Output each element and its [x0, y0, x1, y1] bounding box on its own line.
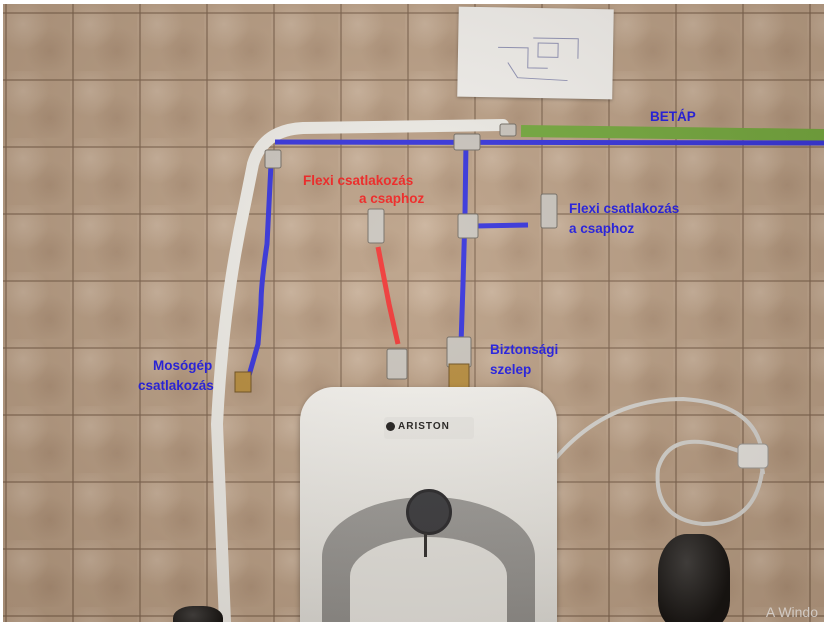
washer-connector [234, 371, 252, 393]
windows-watermark: A Windo [765, 604, 818, 620]
biztonsagi-label-line1: Biztonsági [490, 342, 559, 357]
blue-flexi-line [474, 222, 529, 229]
power-plug [737, 443, 769, 469]
tee-fitting-middle [457, 213, 479, 239]
flexi-right-label-line2: a csaphoz [569, 221, 635, 236]
photo-frame: ARISTON BETÁP Flexi csatlakozás a csapho… [3, 4, 824, 622]
valve-right [540, 193, 558, 229]
tee-fitting-left [264, 149, 282, 169]
flexi-left-label-line2: a csaphoz [359, 191, 425, 206]
tee-fitting-top [453, 133, 481, 151]
white-hose [210, 119, 509, 622]
blue-main-line [274, 139, 824, 146]
indicator-mark [424, 533, 427, 557]
brand-logo-icon [386, 422, 395, 431]
water-heater: ARISTON [300, 387, 557, 622]
valve-left [367, 208, 385, 244]
heater-brand: ARISTON [398, 421, 450, 432]
safety-valve-body [446, 336, 472, 368]
heater-panel-inner [350, 537, 507, 622]
shoe-right [658, 534, 730, 622]
brass-safety-valve [448, 363, 470, 389]
power-cable [549, 396, 766, 527]
paper-sketch [457, 6, 614, 100]
sketch-drawing [498, 37, 579, 82]
plumbing-diagram [210, 119, 824, 622]
green-supply-hose [520, 125, 824, 141]
flexi-right-label-line1: Flexi csatlakozás [569, 201, 680, 216]
blue-washer-line [245, 163, 274, 380]
shoe-left [173, 606, 223, 622]
hose-connector [499, 123, 517, 137]
mosogep-label-line1: Mosógép [153, 358, 213, 373]
blue-heater-line [458, 141, 469, 345]
flexi-left-label-line1: Flexi csatlakozás [303, 173, 414, 188]
mosogep-label-line2: csatlakozás [138, 378, 214, 393]
brand-plate [384, 417, 474, 439]
hot-outlet-valve [386, 348, 408, 380]
thermostat-knob [406, 489, 452, 535]
biztonsagi-label-line2: szelep [490, 362, 532, 377]
betap-label: BETÁP [650, 109, 696, 124]
red-hot-line [375, 246, 401, 345]
